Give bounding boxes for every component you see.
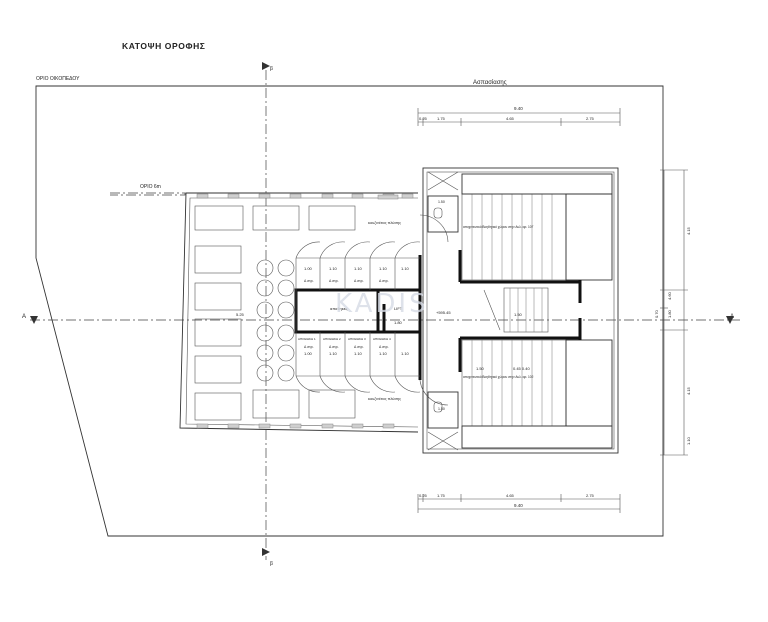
right-dimension-chain: 4.15 4.60 0.70 1.80 4.15 1.10	[654, 169, 691, 456]
right-dim-5: 4.15	[686, 386, 691, 395]
service-rooms: 1.50 1.50	[427, 171, 459, 451]
bottom-service-label: αποχετευτικό Βοηθητικό χώρου στην Αυλ. α…	[463, 375, 534, 379]
storage-bottom-code-3: ΑΠΟΘΗΚΗ 3	[348, 337, 366, 341]
storage-bottom-label-1: Δ στρ.	[304, 345, 314, 349]
top-total-dim: 9.40	[514, 106, 523, 111]
axis-b-top-label: β	[270, 66, 273, 72]
storage-top-labels: 1.00 1.10 1.10 1.10 1.10 Δ στρ. Δ στρ. Δ…	[304, 266, 410, 283]
water-tanks	[256, 259, 295, 382]
storage-bottom-width-4: 1.10	[379, 351, 388, 356]
storage-bottom-label-4: Δ στρ.	[379, 345, 389, 349]
top-seg-2: 1.75	[437, 116, 446, 121]
bottom-total-dim: 9.40	[514, 503, 523, 508]
hall-width-dim: 1.80	[394, 320, 403, 325]
top-dimension-chain: 9.40 0.25 1.75 4.65 2.75	[417, 106, 621, 126]
section-arrow-top	[262, 62, 270, 70]
laundry-top-label: κουζινέτας πλύσης	[368, 220, 401, 225]
road-label: Ασπασίασης	[473, 80, 507, 86]
stair-landing-dim: 0.45 0.40	[513, 366, 530, 371]
storage-top-label-4: Δ στρ.	[379, 279, 389, 283]
storage-top-label-3: Δ στρ.	[354, 279, 364, 283]
stair-landing-dim-2: 1.50	[476, 366, 485, 371]
corridor-dim-bottom: 1.50	[438, 407, 445, 411]
storage-top-width-3: 1.10	[354, 266, 363, 271]
storage-bottom-code-1: ΑΠΟΘΗΚΗ 1	[298, 337, 316, 341]
top-seg-3: 4.65	[506, 116, 515, 121]
setback-line	[110, 192, 186, 196]
watermark-logo: KADIS	[335, 289, 429, 319]
stairs-top	[461, 173, 613, 281]
section-arrow-left	[30, 316, 38, 324]
storage-top-label-2: Δ στρ.	[329, 279, 339, 283]
storage-bottom-width-3: 1.10	[354, 351, 363, 356]
level-mark: +595.45	[436, 310, 451, 315]
left-depth-dim: 5.25	[236, 312, 245, 317]
storage-bottom-code-4: ΑΠΟΘΗΚΗ 4	[373, 337, 391, 341]
corridor-dim-top: 1.50	[438, 200, 445, 204]
storage-block	[294, 214, 449, 406]
setback-label: ΟΡΙΟ 6m	[140, 184, 161, 190]
storage-bottom-width-5: 1.10	[401, 351, 410, 356]
plot-boundary	[35, 85, 664, 537]
top-seg-4: 2.75	[586, 116, 595, 121]
storage-bottom-labels: ΑΠΟΘΗΚΗ 1 ΑΠΟΘΗΚΗ 2 ΑΠΟΘΗΚΗ 3 ΑΠΟΘΗΚΗ 4 …	[298, 337, 410, 356]
axis-a-left-label: Α	[22, 314, 26, 320]
top-service-label: αποχετευτικό Βοηθητικό χώρου στην Αυλ. α…	[463, 225, 534, 229]
storage-top-width-1: 1.00	[304, 266, 313, 271]
right-dim-6: 1.10	[686, 436, 691, 445]
bottom-seg-2: 1.75	[437, 493, 446, 498]
lift-label: LIFT	[394, 306, 403, 311]
laundry-bottom-label: κουζινέτας πλύσης	[368, 396, 401, 401]
storage-bottom-width-1: 1.00	[304, 351, 313, 356]
right-dim-1: 4.15	[686, 226, 691, 235]
roof-fixtures-bottom	[196, 423, 395, 429]
storage-bottom-label-2: Δ στρ.	[329, 345, 339, 349]
section-arrow-bottom	[262, 548, 270, 556]
axis-b-bottom-label: β	[270, 561, 273, 567]
roof-fixtures-top	[196, 193, 414, 200]
bottom-seg-1: 0.25	[419, 493, 428, 498]
drawing-title: ΚΑΤΟΨΗ ΟΡΟΦΗΣ	[122, 41, 206, 51]
bottom-dimension-chain: 0.25 1.75 4.65 2.75 9.40	[417, 493, 621, 513]
section-arrow-right	[726, 316, 734, 324]
storage-bottom-label-3: Δ στρ.	[354, 345, 364, 349]
stair-core-dim: 1.50	[514, 312, 523, 317]
storage-top-width-4: 1.10	[379, 266, 388, 271]
top-seg-1: 0.25	[419, 116, 428, 121]
stairs-bottom	[461, 339, 613, 449]
right-dim-3: 0.70	[654, 309, 659, 318]
storage-bottom-width-2: 1.10	[329, 351, 338, 356]
stair-core: 1.50 0.45 0.40 1.50	[458, 250, 582, 372]
solar-panels	[194, 205, 356, 421]
storage-top-width-2: 1.10	[329, 266, 338, 271]
storage-bottom-code-2: ΑΠΟΘΗΚΗ 2	[323, 337, 341, 341]
bottom-seg-4: 2.75	[586, 493, 595, 498]
storage-top-width-5: 1.10	[401, 266, 410, 271]
building-outline	[179, 167, 619, 454]
plot-boundary-label: ΟΡΙΟ ΟΙΚΟΠΕΔΟΥ	[36, 76, 80, 82]
storage-hall-label: αποθηκες	[330, 306, 347, 311]
right-dim-4: 1.80	[667, 309, 672, 318]
bottom-seg-3: 4.65	[506, 493, 515, 498]
right-dim-2: 4.60	[667, 291, 672, 300]
storage-top-label-1: Δ στρ.	[304, 279, 314, 283]
